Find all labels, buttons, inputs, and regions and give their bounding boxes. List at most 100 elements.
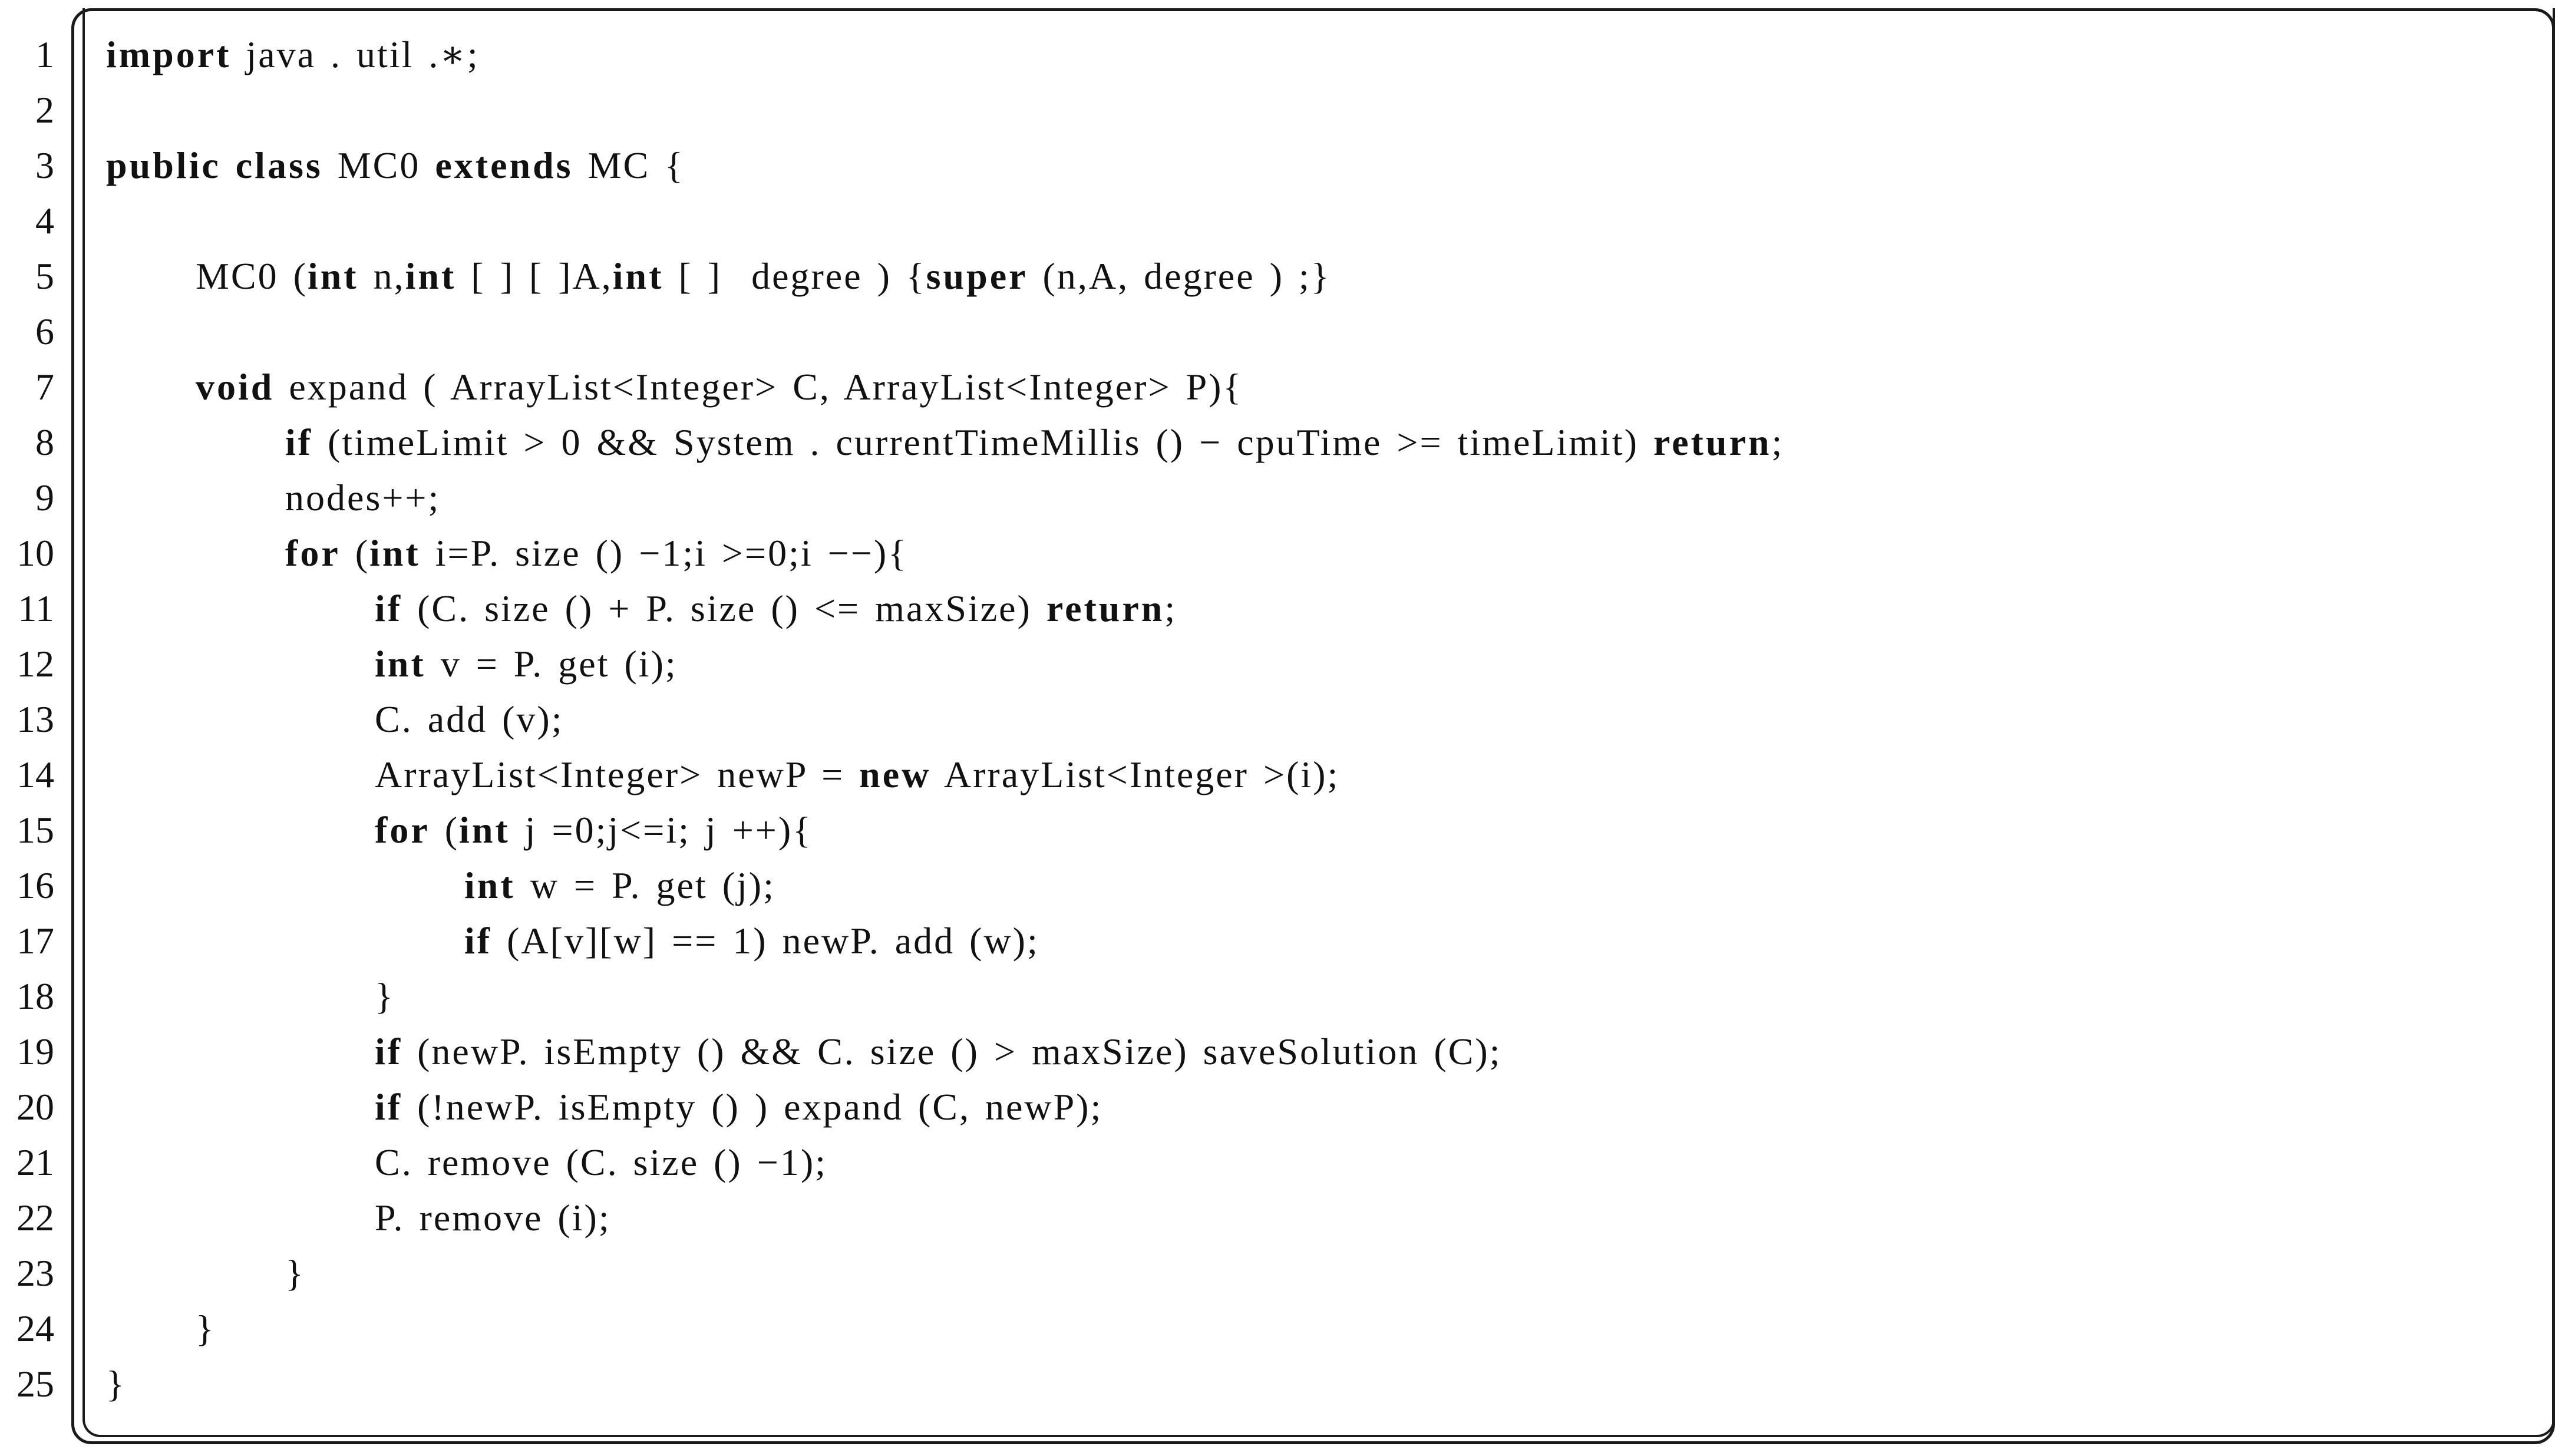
line-number: 11	[18, 587, 54, 629]
line-number: 4	[35, 200, 54, 242]
code-token: ArrayList<Integer >(i);	[931, 754, 1340, 795]
code-token: j =0;j<=i; j ++){	[510, 809, 813, 851]
code-token: P. remove (i);	[375, 1197, 611, 1239]
line-code: void expand ( ArrayList<Integer> C, Arra…	[196, 359, 1243, 415]
code-token: (	[340, 532, 370, 574]
code-token: [ ] degree ) {	[663, 255, 926, 297]
code-line: 18}	[0, 969, 2565, 1024]
keyword-token: return	[1653, 421, 1772, 463]
line-code: if (timeLimit > 0 && System . currentTim…	[285, 415, 1784, 470]
keyword-token: int	[459, 809, 510, 851]
code-line: 1 import java . util .∗;	[0, 27, 2565, 82]
code-line: 22 P. remove (i);	[0, 1190, 2565, 1246]
code-line: 7 void expand ( ArrayList<Integer> C, Arr…	[0, 359, 2565, 415]
line-number: 8	[35, 421, 54, 463]
code-line: 11 if (C. size () + P. size () <= maxSize…	[0, 581, 2565, 636]
line-number: 9	[35, 477, 54, 519]
line-code: if (C. size () + P. size () <= maxSize) …	[375, 581, 1177, 636]
code-line: 8 if (timeLimit > 0 && System . currentTi…	[0, 415, 2565, 470]
line-code: nodes++;	[285, 470, 440, 526]
line-number: 19	[16, 1031, 54, 1072]
line-code: for (int j =0;j<=i; j ++){	[375, 803, 813, 858]
code-line: 10 for (int i=P. size () −1;i >=0;i −−){	[0, 526, 2565, 581]
code-token: i=P. size () −1;i >=0;i −−){	[420, 532, 908, 574]
line-number: 12	[16, 643, 54, 685]
line-number: 23	[16, 1252, 54, 1294]
keyword-token: if	[375, 587, 403, 629]
keyword-token: class	[235, 144, 323, 186]
code-token: (!newP. isEmpty () ) expand (C, newP);	[402, 1086, 1103, 1128]
keyword-token: int	[405, 255, 457, 297]
line-code: if (newP. isEmpty () && C. size () > max…	[375, 1024, 1501, 1079]
code-token: C. add (v);	[375, 698, 564, 740]
keyword-token: int	[369, 532, 421, 574]
line-code: }	[106, 1356, 126, 1412]
code-token: [ ] [ ]A,	[456, 255, 613, 297]
line-code: for (int i=P. size () −1;i >=0;i −−){	[285, 526, 908, 581]
line-number: 16	[16, 864, 54, 906]
code-line: 19 if (newP. isEmpty () && C. size () > m…	[0, 1024, 2565, 1079]
line-number: 22	[16, 1197, 54, 1239]
keyword-token: if	[375, 1086, 403, 1128]
line-number: 20	[16, 1086, 54, 1128]
code-token: v = P. get (i);	[425, 643, 678, 685]
keyword-token: for	[375, 809, 430, 851]
line-number: 2	[35, 89, 54, 131]
line-code: P. remove (i);	[375, 1190, 611, 1246]
keyword-token: if	[464, 920, 493, 962]
line-code: public class MC0 extends MC {	[106, 138, 685, 193]
listing-frame-inner	[82, 8, 2555, 1437]
code-line: 6	[0, 304, 2565, 359]
line-code: if (A[v][w] == 1) newP. add (w);	[464, 913, 1039, 969]
code-line: 15 for (int j =0;j<=i; j ++){	[0, 803, 2565, 858]
keyword-token: public	[106, 144, 221, 186]
code-token: ArrayList<Integer> newP =	[375, 754, 860, 795]
keyword-token: import	[106, 34, 232, 75]
code-token: nodes++;	[285, 477, 441, 519]
code-line: 13 C. add (v);	[0, 692, 2565, 747]
code-token: (	[430, 809, 460, 851]
code-line: 16 int w = P. get (j);	[0, 858, 2565, 913]
line-code: int w = P. get (j);	[464, 858, 775, 913]
keyword-token: super	[926, 255, 1028, 297]
code-token: expand ( ArrayList<Integer> C, ArrayList…	[274, 366, 1243, 408]
code-line: 20 if (!newP. isEmpty () ) expand (C, new…	[0, 1079, 2565, 1135]
line-number: 25	[16, 1363, 54, 1405]
code-line: 25}	[0, 1356, 2565, 1412]
code-token: n,	[358, 255, 405, 297]
code-line: 23}	[0, 1246, 2565, 1301]
line-code: if (!newP. isEmpty () ) expand (C, newP)…	[375, 1079, 1102, 1135]
line-code: C. add (v);	[375, 692, 564, 747]
keyword-token: int	[464, 864, 516, 906]
line-number: 21	[16, 1141, 54, 1183]
code-token: java . util .∗;	[231, 34, 480, 75]
keyword-token: return	[1046, 587, 1165, 629]
line-code: import java . util .∗;	[106, 27, 480, 82]
code-line: 4	[0, 193, 2565, 249]
code-line: 9 nodes++;	[0, 470, 2565, 526]
keyword-token: int	[307, 255, 359, 297]
line-number: 7	[35, 366, 54, 408]
line-number: 24	[16, 1308, 54, 1349]
keyword-token: void	[196, 366, 275, 408]
code-token: ;	[1771, 421, 1784, 463]
line-number: 13	[16, 698, 54, 740]
line-code: }	[196, 1301, 216, 1356]
code-token: (newP. isEmpty () && C. size () > maxSiz…	[402, 1031, 1502, 1072]
code-token	[221, 144, 236, 186]
code-token: (C. size () + P. size () <= maxSize)	[402, 587, 1047, 629]
line-number: 10	[16, 532, 54, 574]
line-code: MC0 (int n,int [ ] [ ]A,int [ ] degree )…	[196, 249, 1331, 304]
code-token: (A[v][w] == 1) newP. add (w);	[492, 920, 1039, 962]
line-number: 15	[16, 809, 54, 851]
line-number: 1	[35, 34, 54, 75]
code-token: (n,A, degree ) ;}	[1028, 255, 1331, 297]
keyword-token: int	[612, 255, 664, 297]
code-token: (timeLimit > 0 && System . currentTimeMi…	[313, 421, 1653, 463]
keyword-token: if	[375, 1031, 403, 1072]
